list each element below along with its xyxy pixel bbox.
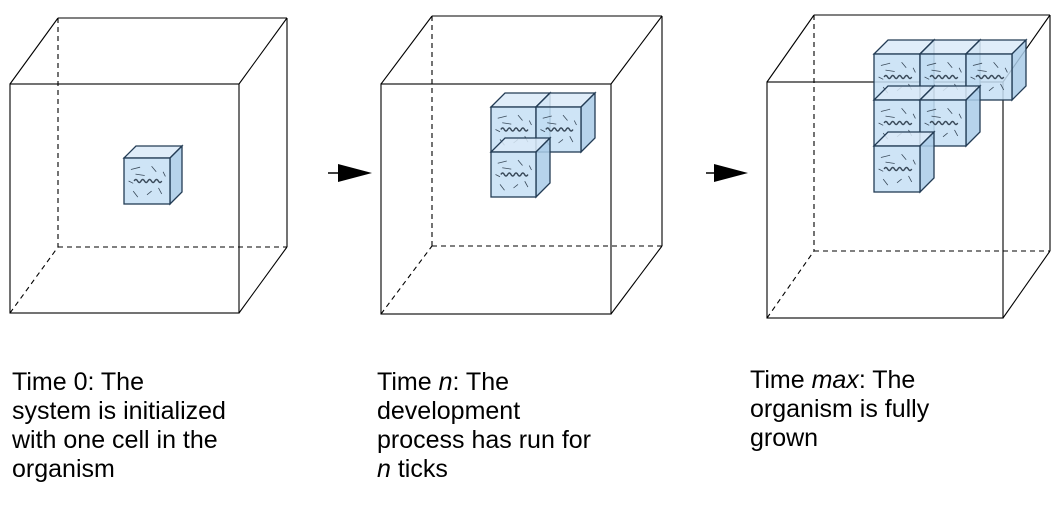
genome-squiggle — [929, 120, 959, 126]
caption-line: with one cell in the — [12, 426, 226, 455]
cell — [122, 144, 184, 206]
stage-arrows — [328, 164, 748, 182]
genome-squiggle — [883, 74, 913, 80]
caption-text: Time — [377, 368, 439, 396]
caption-line: grown — [750, 424, 929, 453]
caption-line: Time max: The — [750, 366, 929, 395]
caption-text: development — [377, 397, 521, 425]
caption-text: : The — [858, 366, 916, 394]
genome-squiggle — [975, 74, 1005, 80]
genome-squiggle — [500, 172, 529, 177]
organism-cells — [122, 38, 1028, 206]
caption-text: Time 0: The — [12, 368, 144, 396]
cell — [489, 136, 552, 199]
genome-squiggle — [929, 74, 959, 80]
caption-text: organism is fully — [750, 395, 930, 423]
genome-squiggle — [133, 178, 163, 184]
caption-line: process has run for — [377, 426, 591, 455]
caption-text: ticks — [390, 455, 448, 483]
cell — [872, 130, 936, 194]
caption-text: process has run for — [377, 426, 591, 454]
caption-line: Time n: The — [377, 368, 591, 397]
caption-text: : The — [452, 368, 510, 396]
caption-line: organism is fully — [750, 395, 929, 424]
organism-stage-2 — [872, 38, 1028, 194]
caption-line: Time 0: The — [12, 368, 226, 397]
caption-line: system is initialized — [12, 397, 226, 426]
simulation-box-0 — [9, 17, 288, 314]
caption-text: grown — [750, 424, 819, 452]
caption-text: with one cell in the — [12, 426, 218, 454]
caption-variable: max — [811, 366, 859, 394]
caption-variable: n — [438, 368, 453, 396]
caption-line: development — [377, 397, 591, 426]
genome-squiggle — [545, 127, 574, 132]
genome-squiggle — [883, 166, 913, 172]
caption-line: n ticks — [377, 455, 591, 484]
genome-squiggle — [883, 120, 913, 126]
arrow-head — [714, 164, 748, 182]
stage-arrow-0 — [328, 164, 372, 182]
caption-text: system is initialized — [12, 397, 226, 425]
simulation-box-1 — [380, 15, 663, 315]
organism-stage-0 — [122, 144, 184, 206]
organism-stage-1 — [489, 91, 597, 199]
arrow-head — [338, 164, 372, 182]
caption-text: organism — [12, 455, 115, 483]
cell — [534, 91, 597, 154]
genome-squiggle — [500, 127, 529, 132]
stage-arrow-1 — [706, 164, 748, 182]
caption-text: Time — [750, 366, 812, 394]
caption-variable: n — [377, 455, 391, 483]
caption-line: organism — [12, 455, 226, 484]
